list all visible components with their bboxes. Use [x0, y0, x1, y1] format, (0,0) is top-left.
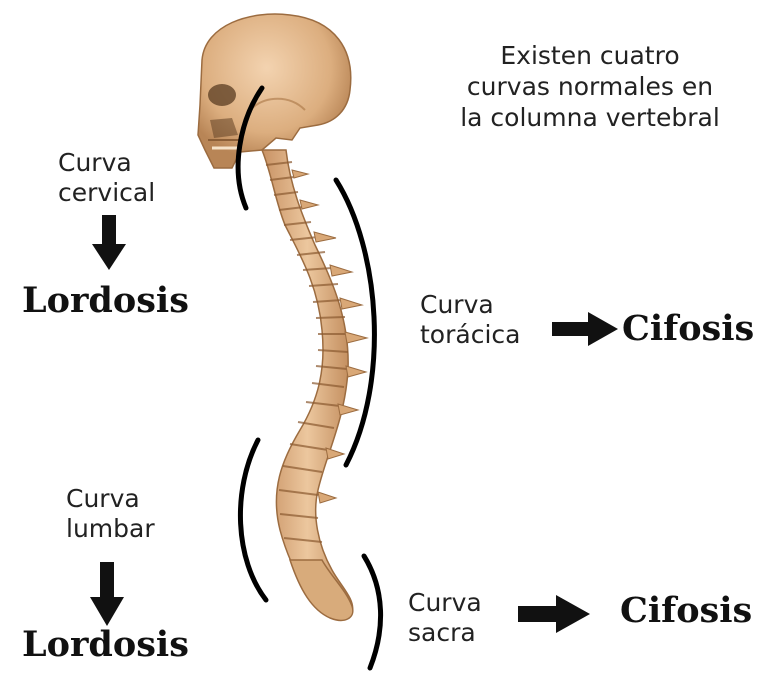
lumbar-label-line-2: lumbar [66, 514, 155, 544]
arrows [90, 215, 618, 633]
lumbar-result: Lordosis [22, 624, 189, 665]
sacral-result: Cifosis [620, 590, 752, 631]
thoracic-label-line-1: Curva [420, 290, 520, 320]
cervical-label: Curva cervical [58, 148, 155, 208]
thoracic-result: Cifosis [622, 308, 754, 349]
right-arrow-icon [552, 312, 618, 346]
heading-line-2: curvas normales en [420, 71, 760, 102]
lumbar-bracket [240, 440, 266, 600]
diagram-heading: Existen cuatro curvas normales en la col… [420, 40, 760, 133]
right-arrow-icon [518, 595, 590, 633]
cervical-label-line-2: cervical [58, 178, 155, 208]
sacral-bracket [364, 556, 381, 668]
spine-illustration [262, 150, 367, 620]
heading-line-1: Existen cuatro [420, 40, 760, 71]
thoracic-label: Curva torácica [420, 290, 520, 350]
skull-illustration [198, 14, 351, 168]
thoracic-label-line-2: torácica [420, 320, 520, 350]
sacral-label-line-1: Curva [408, 588, 482, 618]
lumbar-label: Curva lumbar [66, 484, 155, 544]
down-arrow-icon [90, 562, 124, 626]
down-arrow-icon [92, 215, 126, 270]
sacral-label: Curva sacra [408, 588, 482, 648]
heading-line-3: la columna vertebral [420, 102, 760, 133]
cervical-label-line-1: Curva [58, 148, 155, 178]
cervical-result: Lordosis [22, 280, 189, 321]
sacral-label-line-2: sacra [408, 618, 482, 648]
lumbar-label-line-1: Curva [66, 484, 155, 514]
